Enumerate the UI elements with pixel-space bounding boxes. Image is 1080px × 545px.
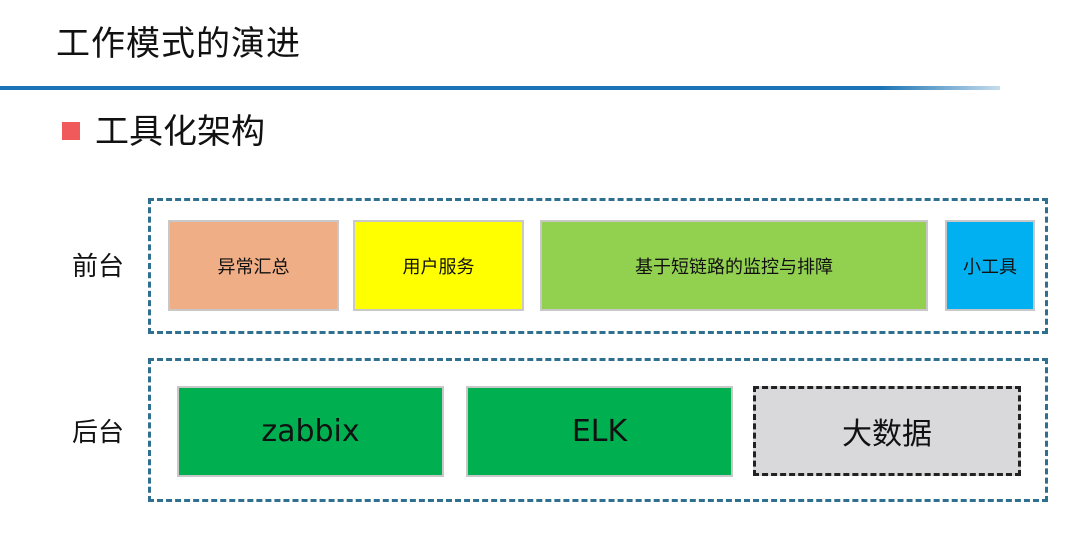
block-zabbix: zabbix [177,386,444,477]
block-short-link-monitoring: 基于短链路的监控与排障 [540,220,928,311]
back-tier-label: 后台 [72,418,125,448]
block-exception-summary: 异常汇总 [168,220,339,311]
front-tier-label: 前台 [72,252,125,282]
section-title: 工具化架构 [95,112,265,152]
block-user-service: 用户服务 [353,220,524,311]
page-title: 工作模式的演进 [56,24,301,64]
section-bullet-icon [62,122,80,140]
block-big-data: 大数据 [753,386,1021,476]
block-small-tools: 小工具 [945,220,1035,311]
block-elk: ELK [466,386,733,477]
title-divider [0,86,1000,90]
back-tier-frame [148,358,1048,502]
front-tier-frame [148,198,1048,334]
